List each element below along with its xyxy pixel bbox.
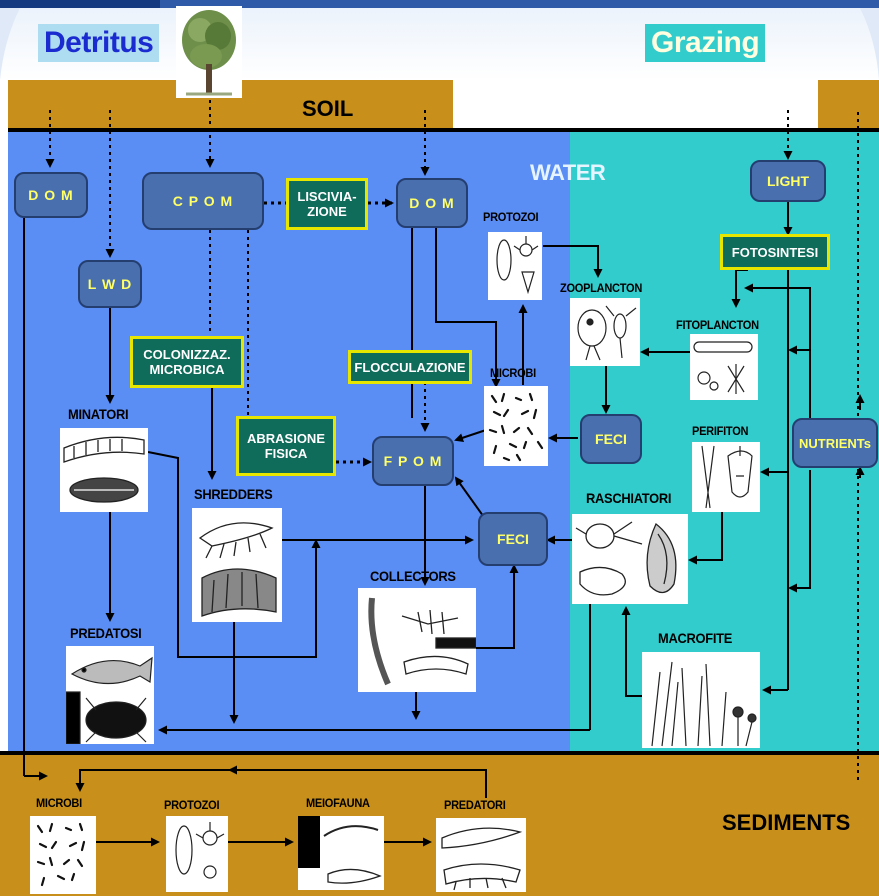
- soil-band-right: [818, 80, 879, 130]
- title-bar-strip: [0, 0, 879, 8]
- colonizzazione-box: COLONIZZAZ. MICROBICA: [130, 336, 244, 388]
- light-node: LIGHT: [750, 160, 826, 202]
- macrofite-image: [642, 652, 760, 748]
- raschiatori-image: [572, 514, 688, 604]
- flocculazione-box: FLOCCULAZIONE: [348, 350, 472, 384]
- sediment-microbi-label: MICROBI: [36, 796, 82, 810]
- cpom-node: C P O M: [142, 172, 264, 230]
- perifiton-image: [692, 442, 760, 512]
- zooplancton-image: [570, 298, 640, 366]
- sediment-predatori-image: [436, 818, 526, 892]
- sediment-meiofauna-label: MEIOFAUNA: [306, 796, 370, 810]
- protozoi-label: PROTOZOI: [483, 210, 539, 224]
- abrasione-line2: FISICA: [264, 446, 308, 461]
- tree-image: [176, 6, 242, 98]
- colonizzazione-line2: MICROBICA: [149, 362, 225, 377]
- collectors-label: COLLECTORS: [370, 568, 456, 584]
- grazing-header: Grazing: [645, 24, 766, 62]
- sediments-label: SEDIMENTS: [722, 810, 851, 835]
- fitoplancton-label: FITOPLANCTON: [676, 318, 759, 332]
- shredders-image: [192, 508, 282, 622]
- lwd-node: L W D: [78, 260, 142, 308]
- raschiatori-label: RASCHIATORI: [586, 490, 672, 506]
- abrasione-box: ABRASIONE FISICA: [236, 416, 336, 476]
- fpom-node: F P O M: [372, 436, 454, 486]
- fotosintesi-box: FOTOSINTESI: [720, 234, 830, 270]
- minatori-image: [60, 428, 148, 512]
- soil-label: SOIL: [302, 96, 354, 121]
- minatori-label: MINATORI: [68, 406, 129, 422]
- microbi-image: [484, 386, 548, 466]
- sediment-meiofauna-image: [298, 816, 384, 890]
- microbi-label: MICROBI: [490, 366, 536, 380]
- lisciviazione-box: LISCIVIA- ZIONE: [286, 178, 368, 230]
- colonizzazione-line1: COLONIZZAZ.: [143, 347, 231, 362]
- perifiton-label: PERIFITON: [692, 424, 749, 438]
- sediment-protozoi-label: PROTOZOI: [164, 798, 220, 812]
- sediment-predatori-label: PREDATORI: [444, 798, 506, 812]
- sediment-protozoi-image: [166, 816, 228, 892]
- lisciviazione-line2: ZIONE: [307, 204, 347, 219]
- detritus-header: Detritus: [38, 24, 160, 62]
- lisciviazione-line1: LISCIVIA-: [297, 189, 357, 204]
- macrofite-label: MACROFITE: [658, 630, 733, 646]
- feci-node-right: FECI: [580, 414, 642, 464]
- dom-node-left: D O M: [14, 172, 88, 218]
- dom-node-mid: D O M: [396, 178, 468, 228]
- fitoplancton-image: [690, 334, 758, 400]
- predatosi-label: PREDATOSI: [70, 625, 142, 641]
- zooplancton-label: ZOOPLANCTON: [560, 281, 643, 295]
- sediment-microbi-image: [30, 816, 96, 894]
- water-label: WATER: [530, 160, 606, 185]
- abrasione-line1: ABRASIONE: [246, 431, 325, 446]
- nutrients-node: NUTRIENTs: [792, 418, 878, 468]
- predatosi-image: [66, 646, 154, 744]
- collectors-image: [358, 588, 476, 692]
- shredders-label: SHREDDERS: [194, 486, 273, 502]
- feci-node-mid: FECI: [478, 512, 548, 566]
- protozoi-image: [488, 232, 542, 300]
